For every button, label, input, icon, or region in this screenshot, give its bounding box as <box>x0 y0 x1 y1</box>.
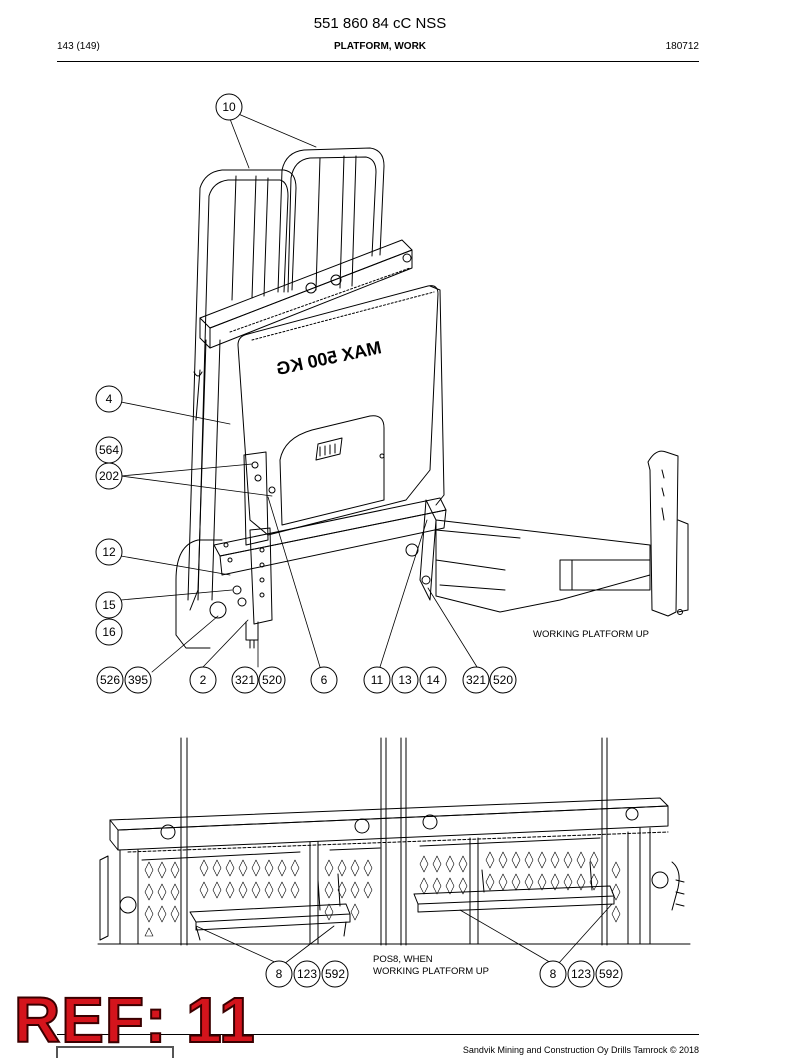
header-rule <box>57 61 699 62</box>
callout-13: 13 <box>398 673 412 687</box>
callout-10: 10 <box>222 100 236 114</box>
footer-copyright: Sandvik Mining and Construction Oy Drill… <box>462 1045 699 1055</box>
callout-15: 15 <box>102 598 116 612</box>
callout-11: 11 <box>371 673 384 687</box>
callout-123-b: 123 <box>571 967 591 981</box>
upper-view: MAX 500 KG <box>175 147 689 649</box>
callout-520-a: 520 <box>262 673 282 687</box>
callout-14: 14 <box>426 673 440 687</box>
note-pos8-line-1: POS8, WHEN <box>373 954 433 965</box>
callout-592-a: 592 <box>325 967 345 981</box>
leader-lines-lower <box>195 903 613 965</box>
lower-view <box>97 737 691 946</box>
callout-123-a: 123 <box>297 967 317 981</box>
section-title: PLATFORM, WORK <box>333 41 427 52</box>
callout-395: 395 <box>128 673 148 687</box>
callout-321-a: 321 <box>235 673 255 687</box>
callout-2: 2 <box>200 673 207 687</box>
document-title: 551 860 84 cC NSS <box>313 15 447 32</box>
note-working-platform-up: WORKING PLATFORM UP <box>533 629 649 640</box>
callout-12: 12 <box>102 545 116 559</box>
callout-16: 16 <box>102 625 116 639</box>
callout-8-b: 8 <box>550 967 557 981</box>
callout-526: 526 <box>100 673 120 687</box>
callout-592-b: 592 <box>599 967 619 981</box>
callout-8-a: 8 <box>276 967 283 981</box>
document-date: 180712 <box>665 41 699 52</box>
callouts-upper: 10 4 564 202 12 15 16 526 395 2 321 520 … <box>95 93 517 694</box>
callout-564: 564 <box>99 443 119 457</box>
callout-4: 4 <box>106 392 113 406</box>
footer-rule <box>57 1034 699 1035</box>
leader-lines-upper <box>120 112 478 673</box>
callout-202: 202 <box>99 469 119 483</box>
load-sign: MAX 500 KG <box>274 337 383 379</box>
note-pos8-line-2: WORKING PLATFORM UP <box>373 966 489 977</box>
sandvik-logo-icon <box>56 1046 174 1058</box>
callout-321-b: 321 <box>466 673 486 687</box>
reference-badge: REF: 11 <box>13 984 256 1056</box>
callouts-lower: 8 123 592 8 123 592 <box>265 960 623 988</box>
callout-520-b: 520 <box>493 673 513 687</box>
page-number: 143 (149) <box>57 41 100 52</box>
callout-6: 6 <box>321 673 328 687</box>
